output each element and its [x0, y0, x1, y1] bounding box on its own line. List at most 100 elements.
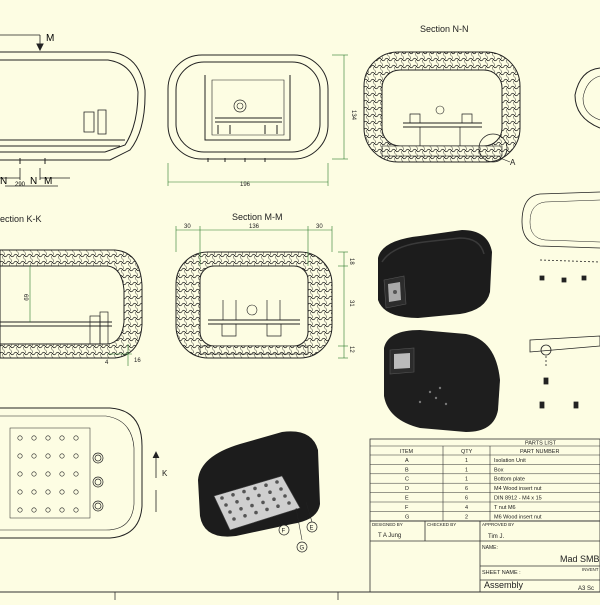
- section-mm-dims: [175, 226, 348, 359]
- dim-30-left: 30: [184, 224, 191, 230]
- sheet-border: [0, 591, 600, 600]
- connector-pin: [257, 493, 261, 498]
- render-box-back: [384, 330, 500, 432]
- dim-18: 18: [348, 258, 354, 265]
- connector-pin: [276, 504, 280, 509]
- drawing-name: Mad SMB: [560, 554, 600, 564]
- hole: [17, 453, 23, 459]
- connector-pin: [224, 503, 228, 507]
- connector-pin: [264, 483, 268, 488]
- hole: [59, 507, 65, 513]
- callout-leaders: [275, 501, 313, 541]
- callout-g: G: [296, 541, 308, 553]
- sheet-name-label: SHEET NAME :: [482, 570, 521, 576]
- hole: [59, 471, 65, 477]
- connector-pin: [253, 486, 257, 491]
- hole: [31, 435, 37, 441]
- section-nn-title: Section N-N: [420, 24, 469, 34]
- hole: [59, 453, 65, 459]
- parts-cell-r0-c2: Isolation Unit: [494, 458, 526, 464]
- top-view-holes: [17, 435, 104, 513]
- svg-text:E: E: [310, 526, 314, 532]
- dim-136: 136: [249, 224, 260, 230]
- title-block: [369, 520, 600, 593]
- parts-cell-r4-c0: E: [405, 496, 409, 502]
- dim-31: 31: [348, 300, 354, 307]
- connector-pin: [235, 500, 239, 504]
- header-item: ITEM: [400, 449, 414, 455]
- mount-hole: [94, 502, 102, 510]
- svg-text:F: F: [282, 529, 286, 535]
- connector-pin: [265, 507, 269, 512]
- connector-pin: [250, 503, 254, 508]
- name-label: NAME:: [482, 545, 498, 551]
- parts-cell-r6-c2: M6 Wood insert nut: [494, 514, 542, 520]
- hole: [17, 471, 23, 477]
- callout-f: F: [278, 524, 290, 536]
- mount-hole: [92, 500, 104, 512]
- sheet-size: A3 Sc: [578, 586, 594, 592]
- hole: [17, 435, 23, 441]
- designed-by-value: T A Jung: [378, 533, 401, 539]
- parts-cell-r1-c2: Box: [494, 467, 504, 473]
- hole: [45, 489, 51, 495]
- connector-pin: [287, 501, 291, 505]
- hole: [31, 507, 37, 513]
- exploded-view: [521, 191, 600, 409]
- mount-hole: [92, 452, 104, 464]
- front-view: [167, 54, 329, 162]
- header-part-number: PART NUMBER: [520, 449, 559, 455]
- connector-pin: [231, 493, 235, 497]
- parts-cell-r2-c2: Bottom plate: [494, 477, 525, 483]
- connector-pin: [243, 514, 247, 518]
- front-view-dims: [167, 54, 348, 186]
- marker-m-right: M: [44, 176, 52, 187]
- marker-n-left: N: [0, 176, 7, 187]
- approved-by-value: Tim J.: [488, 534, 504, 540]
- section-mm: [175, 251, 333, 359]
- parts-cell-r3-c0: D: [405, 486, 409, 492]
- parts-cell-r1-c0: B: [405, 467, 409, 473]
- hole: [73, 471, 79, 477]
- parts-cell-r2-c0: C: [405, 477, 409, 483]
- connector-pin: [268, 490, 272, 495]
- checked-by-label: CHECKED BY: [427, 522, 456, 527]
- hole: [45, 471, 51, 477]
- callout-e: E: [306, 521, 318, 533]
- parts-cell-r5-c1: 4: [465, 505, 468, 511]
- connector-pin: [239, 507, 243, 511]
- parts-cell-r6-c1: 2: [465, 514, 468, 520]
- render-base: [198, 431, 320, 537]
- parts-cell-r3-c1: 6: [465, 486, 468, 492]
- parts-cell-r3-c2: M4 Wood insert nut: [494, 486, 542, 492]
- hole: [31, 489, 37, 495]
- parts-cell-r5-c0: F: [405, 505, 409, 511]
- connector-pin: [232, 517, 236, 521]
- detail-a-label: A: [510, 158, 516, 167]
- top-view: [0, 407, 143, 539]
- connector-pin: [275, 480, 279, 484]
- parts-cell-r5-c2: T nut M6: [494, 505, 516, 511]
- parts-cell-r4-c1: 6: [465, 496, 468, 502]
- hole: [73, 453, 79, 459]
- dim-196: 196: [240, 182, 251, 188]
- dim-12: 12: [348, 346, 354, 353]
- parts-cell-r0-c0: A: [405, 458, 409, 464]
- dim-30-right: 30: [316, 224, 323, 230]
- section-nn: [363, 51, 521, 163]
- connector-pin: [283, 494, 287, 498]
- connector-pin: [220, 496, 224, 500]
- hole: [73, 507, 79, 513]
- connector-pins: [220, 480, 291, 521]
- parts-cell-r1-c1: 1: [465, 467, 468, 473]
- render-box-front: [378, 230, 492, 318]
- hole: [73, 489, 79, 495]
- parts-cell-r6-c0: G: [405, 514, 409, 520]
- marker-n-right: N: [30, 176, 37, 187]
- section-mm-title: Section M-M: [232, 212, 283, 222]
- parts-cell-r2-c1: 1: [465, 477, 468, 483]
- svg-text:G: G: [300, 546, 305, 552]
- hole: [45, 435, 51, 441]
